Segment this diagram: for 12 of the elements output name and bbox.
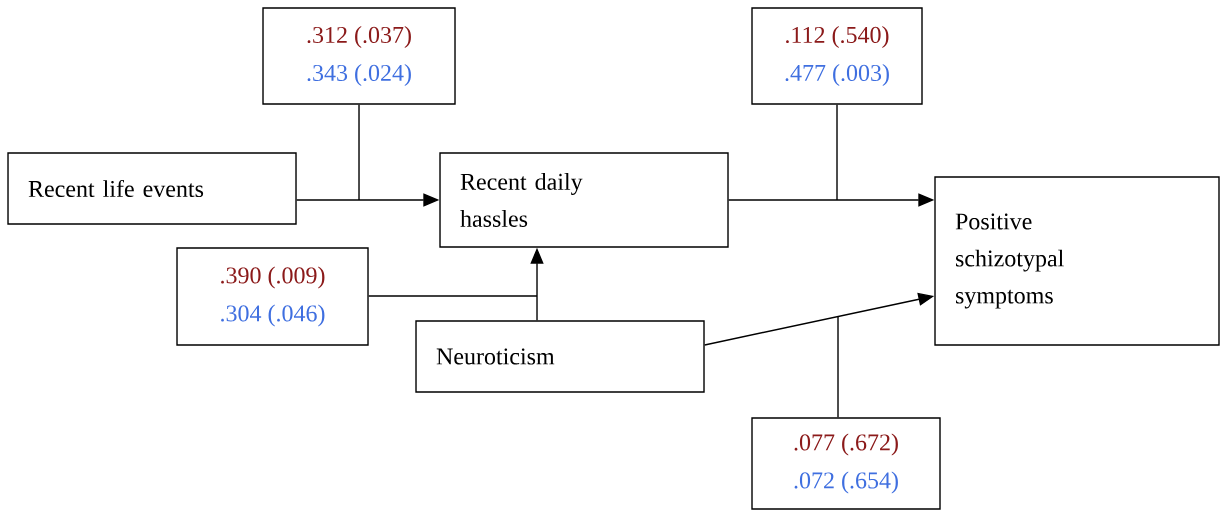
variable-box: Recent life events <box>7 152 297 225</box>
coefficient-box: .312 (.037) .343 (.024) <box>262 7 456 105</box>
leader-line <box>368 295 538 297</box>
leader-line <box>837 316 839 418</box>
leader-line <box>836 104 838 201</box>
variable-box: Positive schizotypal symptoms <box>934 176 1220 346</box>
coefficient-box: .112 (.540) .477 (.003) <box>751 7 923 105</box>
variable-box: Recent daily hassles <box>439 152 729 248</box>
leader-line <box>358 104 360 201</box>
variable-box: Neuroticism <box>415 320 705 393</box>
coefficient-box: .077 (.672) .072 (.654) <box>751 417 941 510</box>
coefficient-box: .390 (.009) .304 (.046) <box>176 247 369 346</box>
